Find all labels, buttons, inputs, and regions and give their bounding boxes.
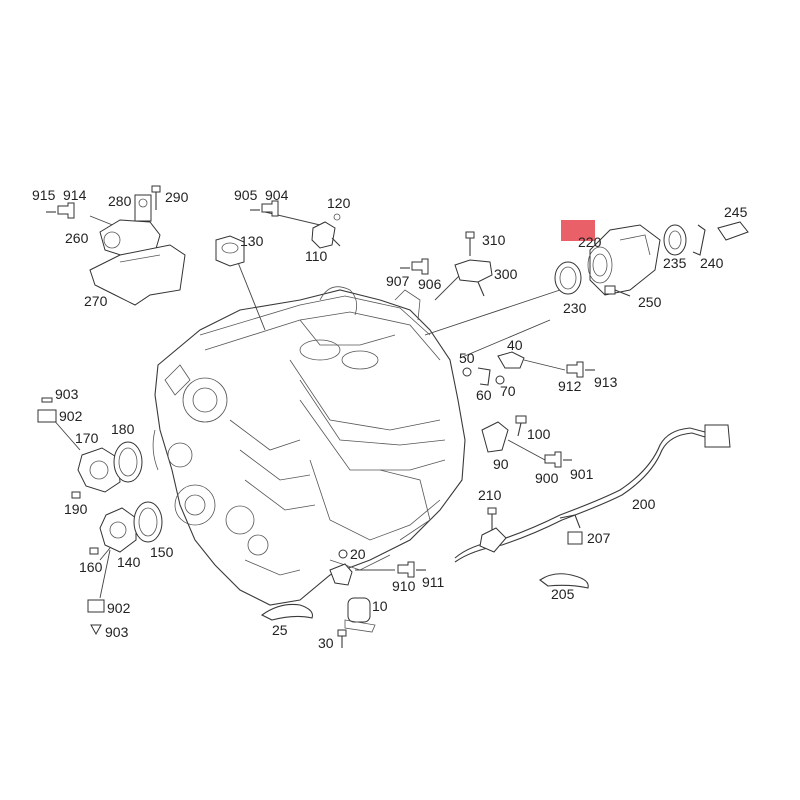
part-ring-50 xyxy=(462,367,472,377)
callout-235: 235 xyxy=(663,255,687,271)
connector-plug-icon xyxy=(46,202,75,219)
callout-200: 200 xyxy=(632,496,656,512)
part-sensor-20 xyxy=(329,549,353,586)
part-gasket-150 xyxy=(133,501,163,543)
callout-130: 130 xyxy=(240,233,264,249)
callout-310: 310 xyxy=(482,232,506,248)
callout-902-bottom: 902 xyxy=(107,600,131,616)
part-sensor-110 xyxy=(311,213,341,249)
callout-190: 190 xyxy=(64,501,88,517)
part-sensor-90 xyxy=(481,421,509,453)
connector-plug-icon xyxy=(566,361,595,378)
connector-plug-icon xyxy=(400,258,429,275)
callout-245: 245 xyxy=(724,204,748,220)
callout-902-top: 902 xyxy=(59,408,83,424)
part-strap-205 xyxy=(539,573,589,589)
callout-907: 907 xyxy=(386,273,410,289)
callout-10: 10 xyxy=(372,598,388,614)
connector-plug-icon xyxy=(250,200,279,217)
part-housing-220 xyxy=(587,224,661,296)
callout-290: 290 xyxy=(165,189,189,205)
bolt-icon xyxy=(151,185,161,210)
part-ring-235 xyxy=(663,224,687,256)
part-bolt-100 xyxy=(515,415,527,437)
callout-170: 170 xyxy=(75,430,99,446)
engine-block xyxy=(152,286,466,606)
callout-150: 150 xyxy=(150,544,174,560)
callout-906: 906 xyxy=(418,276,442,292)
callout-230: 230 xyxy=(563,300,587,316)
callout-160: 160 xyxy=(79,559,103,575)
callout-30: 30 xyxy=(318,635,334,651)
callout-912: 912 xyxy=(558,378,582,394)
callout-910: 910 xyxy=(392,578,416,594)
callout-915: 915 xyxy=(32,187,56,203)
callout-100: 100 xyxy=(527,426,551,442)
callout-50: 50 xyxy=(459,350,475,366)
part-clip-207 xyxy=(567,531,583,545)
callout-60: 60 xyxy=(476,387,492,403)
callout-205: 205 xyxy=(551,586,575,602)
part-sensor-40 xyxy=(497,351,525,369)
part-seal-70 xyxy=(495,375,505,385)
part-bolt-310 xyxy=(465,231,475,256)
connector-plug-icon xyxy=(397,561,426,578)
callout-913: 913 xyxy=(594,374,618,390)
callout-300: 300 xyxy=(494,266,518,282)
callout-901: 901 xyxy=(570,466,594,482)
connector-plug-icon xyxy=(87,599,105,636)
part-sensor-300 xyxy=(454,259,493,297)
callout-250: 250 xyxy=(638,294,662,310)
part-gasket-180 xyxy=(113,441,143,483)
part-bolt-190 xyxy=(71,491,81,499)
highlight-marker xyxy=(561,220,595,241)
connector-plug-icon xyxy=(37,397,57,423)
callout-903-bottom: 903 xyxy=(105,624,129,640)
callout-904: 904 xyxy=(265,187,289,203)
callout-900: 900 xyxy=(535,470,559,486)
part-sensor-130 xyxy=(215,235,245,267)
callout-180: 180 xyxy=(111,421,135,437)
callout-20: 20 xyxy=(350,546,366,562)
callout-270: 270 xyxy=(84,293,108,309)
part-cover-170 xyxy=(77,447,121,493)
callout-240: 240 xyxy=(700,255,724,271)
callout-914: 914 xyxy=(63,187,87,203)
callout-70: 70 xyxy=(500,383,516,399)
part-gasket-230 xyxy=(554,261,582,295)
leader-lines xyxy=(51,211,566,599)
part-cover-140 xyxy=(99,507,137,553)
part-sensor-10 xyxy=(344,597,376,633)
part-sensor-210 xyxy=(479,507,507,553)
callout-110: 110 xyxy=(305,248,328,264)
connector-plug-icon xyxy=(544,451,572,468)
part-bolt-30 xyxy=(337,629,347,648)
callout-911: 911 xyxy=(422,574,445,590)
callout-905: 905 xyxy=(234,187,258,203)
callout-25: 25 xyxy=(272,622,288,638)
part-clip-60 xyxy=(477,367,491,386)
callout-labels: 915 914 280 290 260 270 905 904 120 110 … xyxy=(32,187,748,651)
part-bolt-250 xyxy=(604,285,631,297)
callout-220: 220 xyxy=(578,234,602,250)
callout-40: 40 xyxy=(507,337,523,353)
part-bracket-270 xyxy=(89,244,186,306)
callout-210: 210 xyxy=(478,487,502,503)
callout-120: 120 xyxy=(327,195,351,211)
part-strap-25 xyxy=(260,603,314,621)
part-clip-240 xyxy=(692,224,706,256)
callout-280: 280 xyxy=(108,193,132,209)
part-bolt-160 xyxy=(89,547,99,555)
part-sensor-245 xyxy=(717,221,749,241)
callout-903-top: 903 xyxy=(55,386,79,402)
callout-260: 260 xyxy=(65,230,89,246)
callout-207: 207 xyxy=(587,530,611,546)
callout-90: 90 xyxy=(493,456,509,472)
callout-140: 140 xyxy=(117,554,141,570)
part-valve-260 xyxy=(99,194,161,259)
